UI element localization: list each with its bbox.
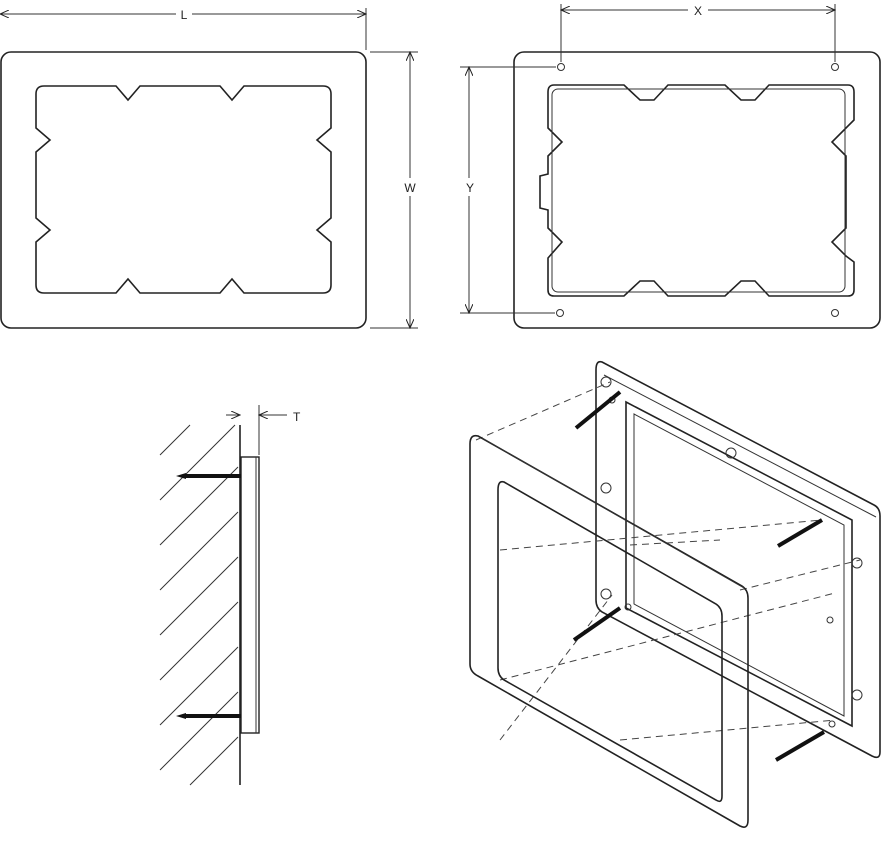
- back-view-plate: X Y: [460, 2, 881, 329]
- screw: [776, 518, 824, 548]
- mounting-hole: [831, 63, 839, 71]
- screw: [774, 730, 826, 762]
- width-label: W: [404, 181, 416, 195]
- hole-spacing-y-label: Y: [466, 181, 474, 195]
- length-label: L: [181, 8, 188, 22]
- mounting-hole: [831, 309, 839, 317]
- mounting-hole: [556, 309, 564, 317]
- front-view-frame: L W: [0, 6, 418, 328]
- screw: [574, 390, 622, 430]
- exploded-isometric-view: [469, 360, 881, 828]
- screw: [572, 606, 622, 642]
- thickness-label: T: [293, 410, 301, 424]
- mounting-hole: [557, 63, 565, 71]
- side-section-view: T: [159, 405, 301, 786]
- hole-spacing-x-label: X: [694, 4, 702, 18]
